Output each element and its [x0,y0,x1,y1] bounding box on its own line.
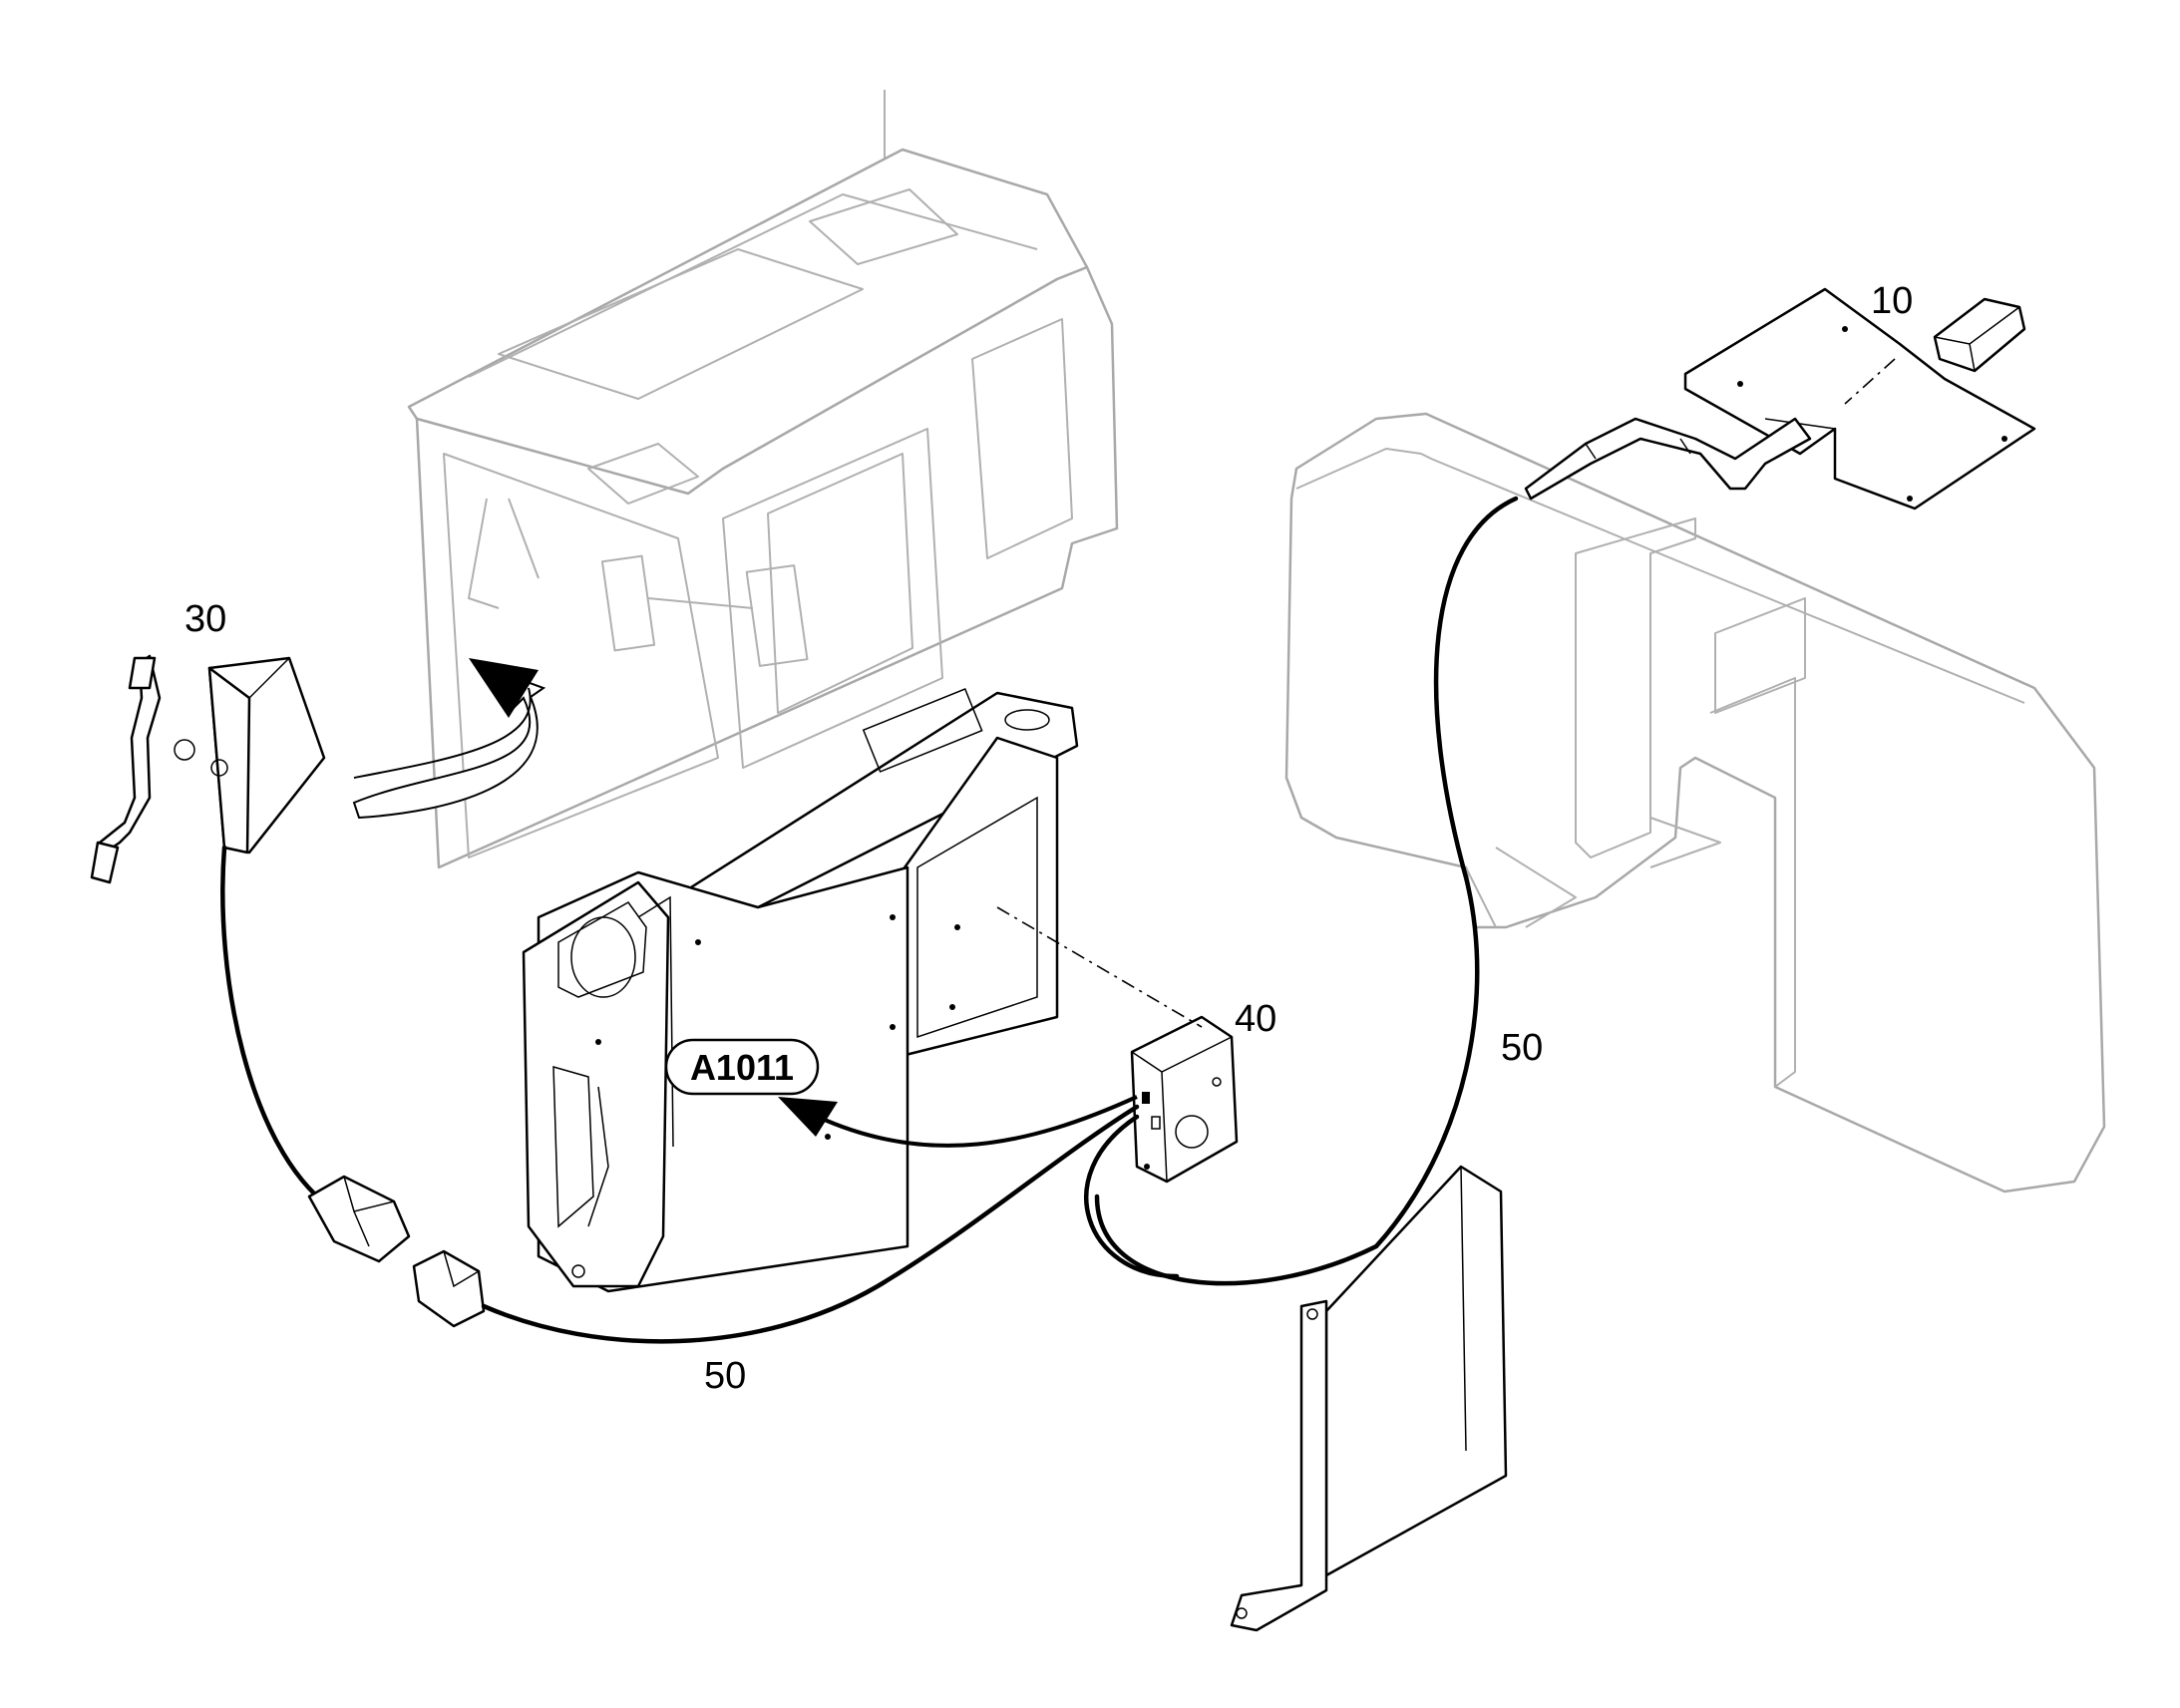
control-unit [1130,1015,1239,1184]
proximity-sensor [1933,297,2026,373]
operator-cab [407,90,1119,869]
harness-50-left [220,845,1180,1344]
sensor-harness-top [1094,417,1812,1286]
callout-40: 40 [1235,998,1276,1040]
rear-camera [207,656,326,854]
reference-tag: A1011 [664,1038,820,1096]
mounting-arrow-console [778,1095,1138,1148]
callout-10: 10 [1871,280,1913,322]
reference-tag-label: A1011 [690,1047,794,1088]
side-console [522,688,1079,1293]
callout-30: 30 [184,598,226,640]
callout-50-right: 50 [1501,1027,1543,1069]
cover-panel [1230,1165,1508,1632]
callout-50-bottom: 50 [704,1355,746,1397]
mounting-arrow-cab [352,658,546,820]
counterweight [1284,412,2106,1194]
camera-bracket [90,654,195,884]
